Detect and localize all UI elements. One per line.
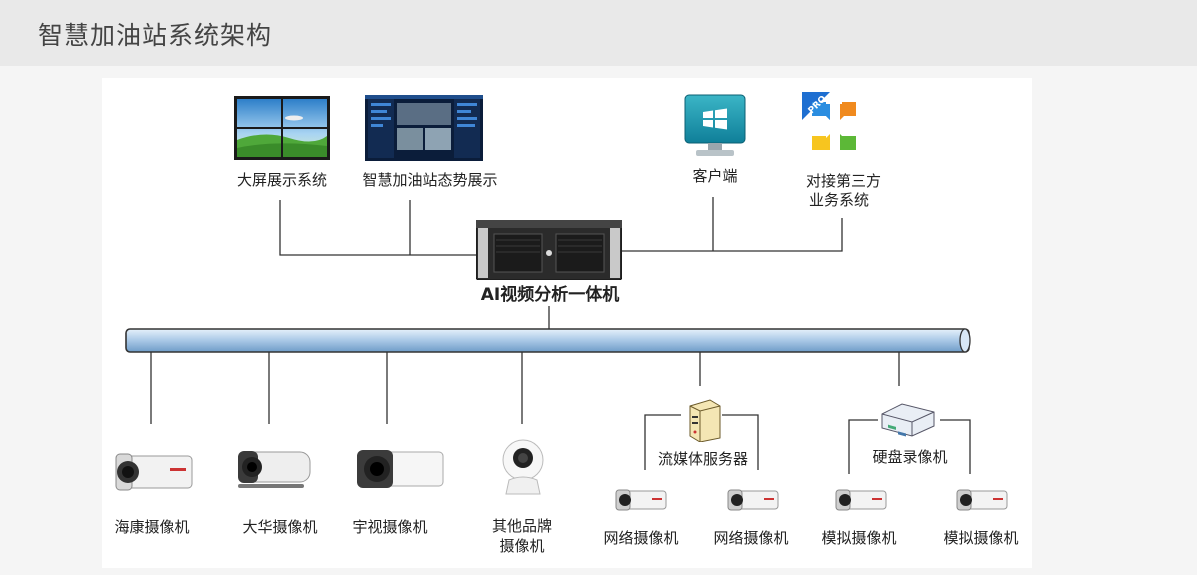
media-server-label: 流媒体服务器: [657, 450, 748, 468]
line-dvr-cam1: [848, 419, 878, 474]
situation-display-label: 智慧加油站态势展示: [362, 171, 498, 189]
bullet-camera-icon: [115, 453, 193, 491]
page-title: 智慧加油站系统架构: [38, 21, 273, 50]
client-monitor-icon: [684, 94, 746, 156]
analog-camera-icon: [835, 489, 887, 511]
bullet-camera-icon: [357, 450, 444, 488]
dvr-label: 硬盘录像机: [872, 448, 948, 466]
bullet-camera-icon: [238, 451, 311, 488]
ai-server-icon: [476, 220, 622, 280]
home-camera-icon: [502, 439, 544, 495]
dvr-camera1-label: 模拟摄像机: [821, 529, 897, 547]
hik-camera-label: 海康摄像机: [114, 518, 190, 536]
line-ms-cam2: [722, 414, 759, 470]
uniview-camera-label: 宇视摄像机: [352, 518, 428, 536]
network-camera-icon: [615, 489, 667, 511]
line-dvr-cam2: [940, 419, 971, 474]
other-camera-label-line2: 摄像机: [499, 537, 545, 555]
client-label: 客户端: [692, 167, 738, 185]
other-camera-label-line1: 其他品牌: [491, 517, 552, 535]
dahua-camera-label: 大华摄像机: [242, 518, 318, 536]
network-bus: [125, 328, 971, 353]
third-party-label-line1: 对接第三方: [806, 172, 882, 190]
dvr-camera2-label: 模拟摄像机: [943, 529, 1019, 547]
core-label: AI视频分析一体机: [480, 285, 620, 305]
line-big-screen: [279, 200, 478, 256]
analog-camera-icon: [956, 489, 1008, 511]
third-party-label-line2: 业务系统: [809, 191, 870, 209]
big-screen-label: 大屏展示系统: [236, 171, 327, 189]
network-camera-icon: [727, 489, 779, 511]
page-header: 智慧加油站系统架构: [0, 0, 1197, 66]
video-wall-icon: [234, 96, 330, 160]
third-party-integration-icon: [802, 92, 856, 150]
dvr-icon: [881, 403, 935, 437]
ms-camera2-label: 网络摄像机: [713, 529, 789, 547]
ms-camera1-label: 网络摄像机: [603, 529, 679, 547]
media-server-icon: [689, 399, 721, 442]
dashboard-screen-icon: [365, 95, 483, 161]
line-third-party: [622, 218, 843, 252]
line-ms-cam1: [644, 414, 681, 470]
